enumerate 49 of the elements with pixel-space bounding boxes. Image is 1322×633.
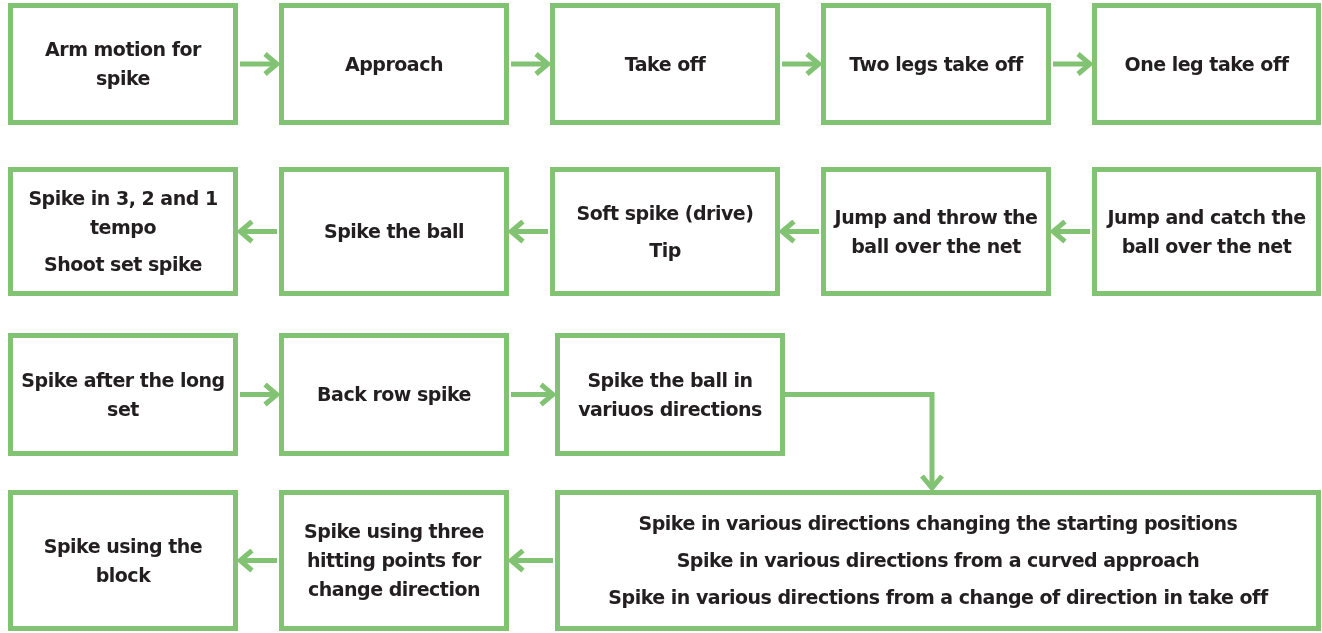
step-text: Spike using the block: [42, 533, 204, 588]
step-text: Shoot set spike: [44, 252, 202, 277]
step-text: Approach: [345, 51, 443, 77]
arrow: [511, 51, 551, 77]
step-text: Spike the ball in variuos directions: [577, 367, 763, 422]
arrow: [240, 382, 280, 407]
process-box: [8, 3, 238, 125]
step-text: Spike in various directions from a curved approach: [676, 548, 1200, 573]
process-box: [8, 333, 238, 456]
process-box: [279, 3, 509, 125]
process-box: [555, 333, 785, 456]
arrow: [1050, 219, 1090, 244]
arrow: [511, 382, 556, 407]
process-box: [821, 167, 1051, 296]
step-text: Jump and catch the ball over the net: [1105, 204, 1307, 259]
step-text: Take off: [624, 51, 706, 77]
process-box: [279, 490, 509, 631]
arrow: [240, 51, 280, 77]
arrow: [782, 51, 822, 77]
step-text: Spike the ball: [324, 219, 464, 244]
step-text: Spike after the long set: [21, 367, 225, 422]
process-box: [279, 167, 509, 296]
step-text: Spike in various directions from a change of direction in take off: [608, 585, 1268, 610]
process-box: [550, 3, 780, 125]
step-text: Spike using three hitting points for change direction: [303, 519, 485, 602]
step-text: Arm motion for spike: [44, 37, 203, 91]
process-box: [1092, 167, 1321, 296]
step-text: Soft spike (drive): [576, 200, 754, 226]
process-box: [279, 333, 509, 456]
arrow: [1053, 51, 1093, 77]
arrow: [508, 548, 553, 573]
arrow: [785, 392, 945, 491]
process-box: [8, 490, 238, 631]
process-box: [555, 490, 1321, 631]
step-text: Back row spike: [317, 382, 471, 407]
arrow: [779, 219, 819, 244]
arrow: [237, 219, 277, 244]
process-box: [1092, 3, 1321, 125]
process-box: [550, 167, 780, 296]
step-text: Spike in 3, 2 and 1 tempo: [27, 186, 219, 240]
process-box: [821, 3, 1051, 125]
step-text: Two legs take off: [849, 51, 1023, 77]
step-text: Jump and throw the ball over the net: [834, 204, 1038, 259]
process-box: [8, 167, 238, 296]
step-text: Tip: [649, 237, 681, 263]
arrow: [508, 219, 548, 244]
arrow: [237, 548, 277, 573]
step-text: One leg take off: [1124, 51, 1289, 77]
step-text: Spike in various directions changing the starting positions: [638, 511, 1238, 536]
